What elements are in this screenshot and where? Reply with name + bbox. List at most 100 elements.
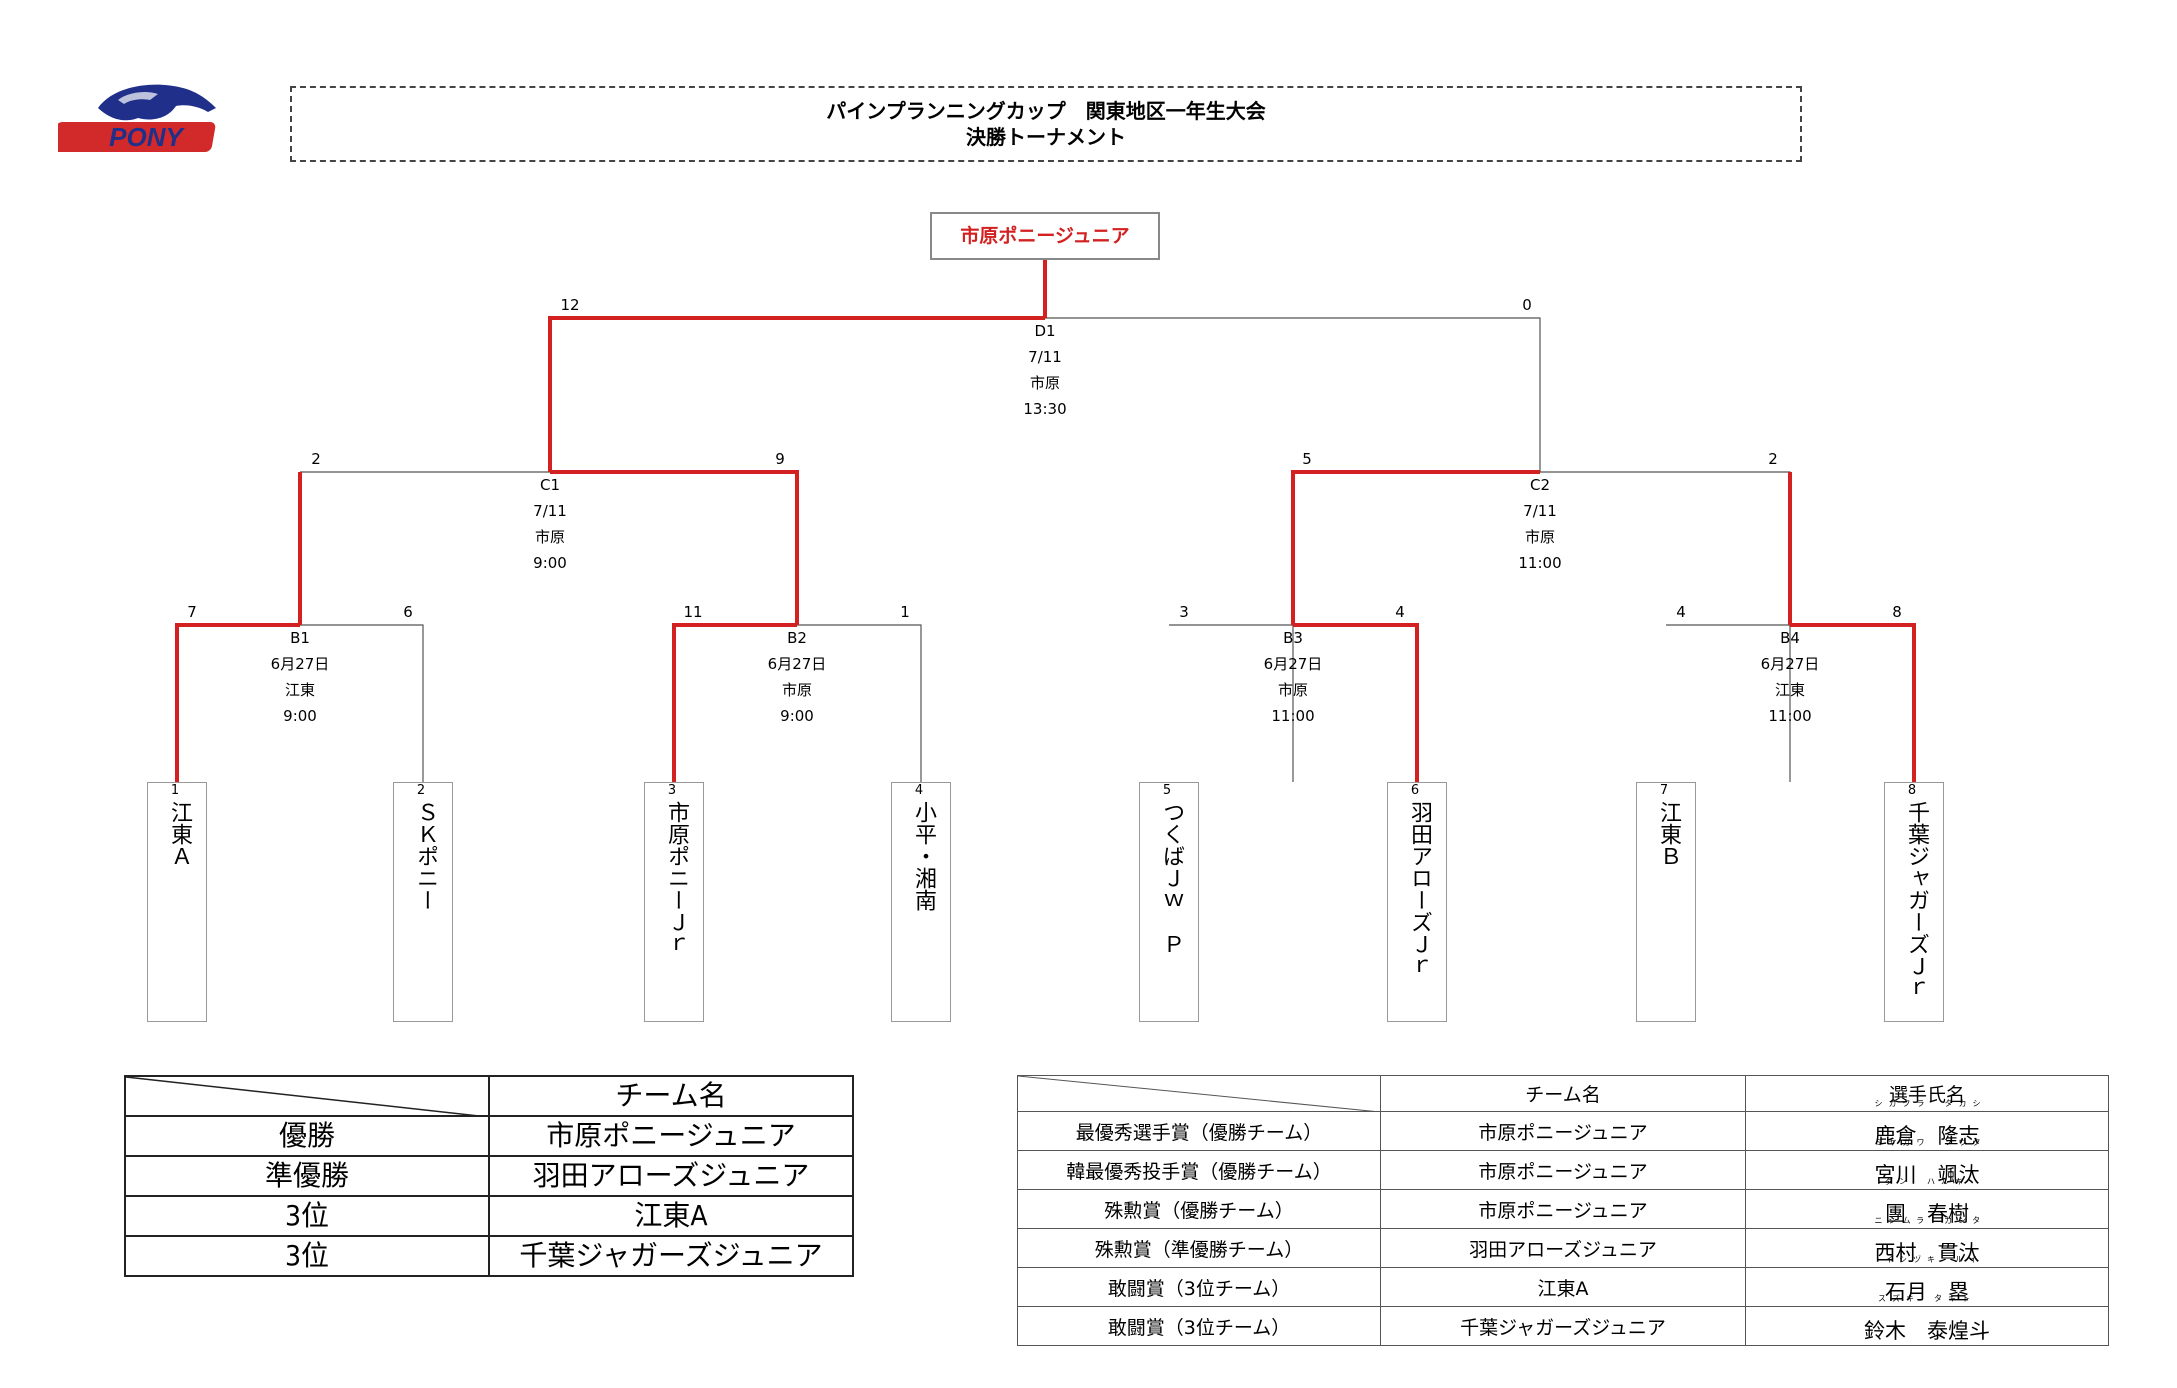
team-cell: 市原ポニージュニア [1380,1111,1746,1151]
logo-text: PONY [109,122,185,152]
match-code: D1 [1034,322,1056,340]
match-venue: 市原 [1277,681,1309,699]
rank-cell: 3位 [124,1235,490,1277]
score-b1-left: 7 [187,603,197,621]
team-name: 千葉ジャガーズＪｒ [1904,801,1929,999]
match-code: B3 [1283,629,1303,647]
bracket-line-b1-left [175,623,300,782]
match-b2-info: B2 6月27日 市原 9:00 [768,625,827,729]
award-cell: 最優秀選手賞（優勝チーム） [1017,1111,1381,1151]
table-row: 最優秀選手賞（優勝チーム） 市原ポニージュニア シカクラ タカシ鹿倉 隆志 [1017,1099,2109,1151]
bracket-line-c1-right [550,470,799,625]
team-cell: 市原ポニージュニア [488,1115,854,1157]
score-b4-left: 4 [1676,603,1686,621]
bracket-line-b2-left [672,623,797,782]
match-c2-info: C2 7/11 市原 11:00 [1518,472,1561,576]
team-number: 3 [667,783,677,798]
score-d1-left: 12 [560,296,580,314]
score-c1-right: 9 [775,450,785,468]
player-kana: スズキ タキト [1878,1294,1976,1303]
award-cell: 殊勲賞（優勝チーム） [1017,1189,1381,1229]
match-b4-info: B4 6月27日 江東 11:00 [1761,625,1820,729]
player-cell: ニシムラ カンタ西村 貫汰 [1745,1216,2109,1268]
player-name: 團 春樹 [1885,1202,1969,1226]
team-box-7: 7 江東Ｂ [1636,782,1696,1022]
team-cell: 羽田アローズジュニア [1380,1228,1746,1268]
match-code: C2 [1529,476,1551,494]
match-time: 11:00 [1768,707,1812,725]
team-name: ＳＫポニー [413,801,438,911]
team-box-5: 5 つくばＪｗ Ｐ [1139,782,1199,1022]
team-name: 江東Ａ [167,801,192,867]
match-code: B1 [290,629,310,647]
team-number: 5 [1162,783,1172,798]
team-cell: 市原ポニージュニア [1380,1150,1746,1190]
award-cell: 敢闘賞（3位チーム） [1017,1267,1381,1307]
team-cell: 江東A [488,1195,854,1237]
table-row: 韓最優秀投手賞（優勝チーム） 市原ポニージュニア ミヤガワ ソウタ宮川 颯汰 [1017,1138,2109,1190]
pony-logo: PONY [58,84,216,152]
match-time: 9:00 [780,707,814,725]
table-row: 優勝 市原ポニージュニア [124,1115,854,1157]
match-date: 6月27日 [1760,655,1820,673]
bracket-line-b2-right [797,624,922,782]
score-c2-right: 2 [1768,450,1778,468]
match-time: 11:00 [1518,554,1562,572]
table-row: 準優勝 羽田アローズジュニア [124,1155,854,1197]
awards-table: チーム名 選手氏名 最優秀選手賞（優勝チーム） 市原ポニージュニア シカクラ タ… [1017,1075,2109,1346]
player-kana: シカクラ タカシ [1874,1099,1987,1108]
team-box-8: 8 千葉ジャガーズＪｒ [1884,782,1944,1022]
match-b1-info: B1 6月27日 江東 9:00 [271,625,330,729]
score-d1-right: 0 [1522,296,1532,314]
bracket-line-c2-left [1291,470,1540,625]
match-date: 7/11 [1523,502,1557,520]
table-header-team: チーム名 [1380,1075,1746,1112]
table-corner-cell [124,1075,490,1117]
player-kana: ニシムラ カンタ [1874,1216,1987,1225]
title-line-2: 決勝トーナメント [966,125,1126,149]
match-venue: 市原 [1524,528,1556,546]
player-kana: ダン ハルキ [1885,1177,1969,1186]
team-name: つくばＪｗ Ｐ [1159,801,1184,955]
team-name: 江東Ｂ [1656,801,1681,867]
player-cell: ミヤガワ ソウタ宮川 颯汰 [1745,1138,2109,1190]
team-box-2: 2 ＳＫポニー [393,782,453,1022]
team-number: 6 [1410,783,1420,798]
bracket-line-b3-right [1293,623,1419,782]
team-box-1: 1 江東Ａ [147,782,207,1022]
table-row: チーム名 [124,1075,854,1117]
bracket-line-c2-right [1540,471,1791,627]
score-b3-right: 4 [1395,603,1405,621]
table-corner-cell [1017,1075,1381,1112]
match-date: 6月27日 [270,655,330,673]
match-venue: 市原 [1029,374,1061,392]
match-time: 9:00 [283,707,317,725]
match-venue: 市原 [781,681,813,699]
match-time: 13:30 [1023,400,1067,418]
table-row: 殊勲賞（優勝チーム） 市原ポニージュニア ダン ハルキ團 春樹 [1017,1177,2109,1229]
match-date: 6月27日 [1263,655,1323,673]
match-venue: 江東 [284,681,316,699]
table-row: 殊勲賞（準優勝チーム） 羽田アローズジュニア ニシムラ カンタ西村 貫汰 [1017,1216,2109,1268]
player-kana: イシヅキ ルイ [1885,1255,1983,1264]
rank-cell: 準優勝 [124,1155,490,1197]
match-d1-info: D1 7/11 市原 13:30 [1023,318,1066,422]
score-c1-left: 2 [311,450,321,468]
team-box-6: 6 羽田アローズＪｒ [1387,782,1447,1022]
title-box: パインプランニングカップ 関東地区一年生大会 決勝トーナメント [290,86,1802,162]
rank-cell: 3位 [124,1195,490,1237]
match-code: B2 [787,629,807,647]
team-name: 羽田アローズＪｒ [1407,801,1432,977]
diagonal-line [126,1077,488,1117]
match-code: B4 [1780,629,1800,647]
player-name: 鈴木 泰煌斗 [1864,1319,1990,1343]
match-c1-info: C1 7/11 市原 9:00 [533,472,567,576]
team-name: 小平・湘南 [911,801,936,911]
bracket-line-d1-right [1045,317,1541,472]
match-date: 6月27日 [767,655,827,673]
team-cell: 江東A [1380,1267,1746,1307]
table-row: 敢闘賞（3位チーム） 千葉ジャガーズジュニア スズキ タキト鈴木 泰煌斗 [1017,1294,2109,1346]
team-cell: 千葉ジャガーズジュニア [488,1235,854,1277]
match-time: 9:00 [533,554,567,572]
score-b2-left: 11 [683,603,703,621]
